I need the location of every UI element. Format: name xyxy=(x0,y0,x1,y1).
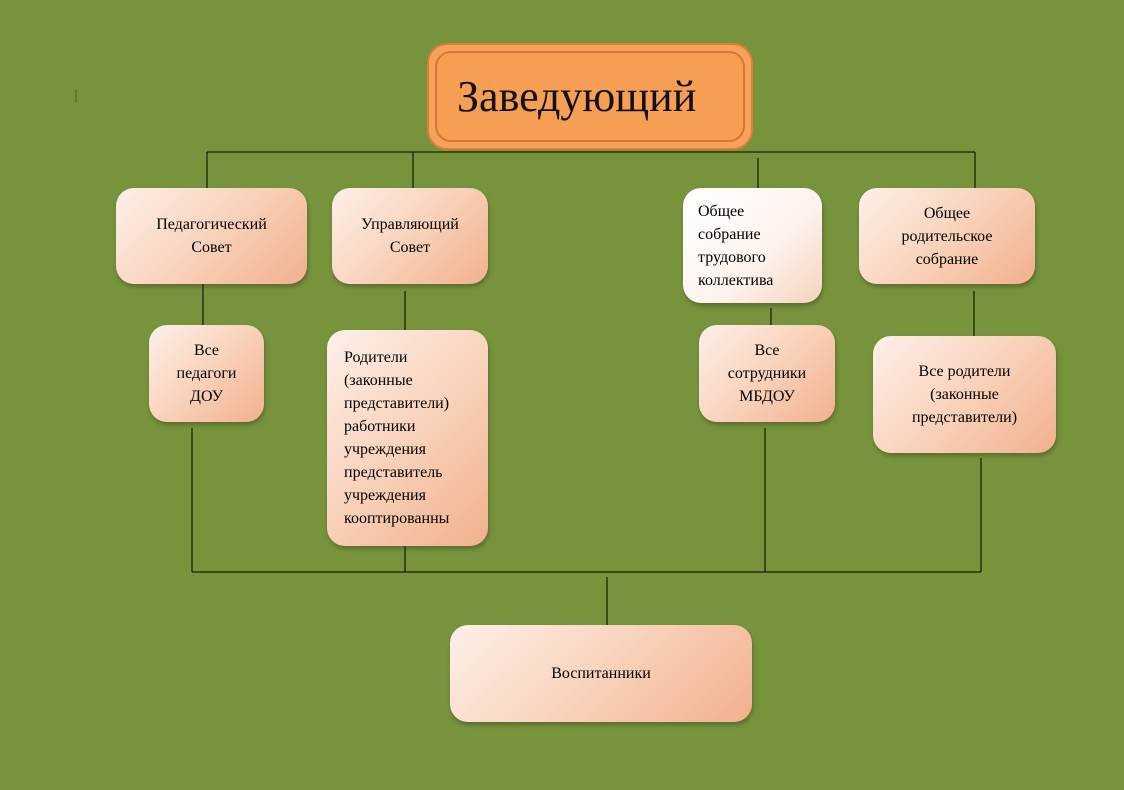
parents-reps-box: Родители (законные представители) работн… xyxy=(327,330,488,546)
all-staff-box: Все сотрудники МБДОУ xyxy=(699,325,835,422)
staff-meeting-box: Общее собрание трудового коллектива xyxy=(683,188,822,303)
head-label: Заведующий xyxy=(435,51,745,142)
parent-meeting-box: Общее родительское собрание xyxy=(859,188,1035,284)
all-teachers-box: Все педагоги ДОУ xyxy=(149,325,264,422)
head-box: Заведующий xyxy=(427,43,753,150)
ped-council-box: Педагогический Совет xyxy=(116,188,307,284)
stray-mark xyxy=(75,90,77,102)
all-parents-box: Все родители (законные представители) xyxy=(873,336,1056,453)
pupils-box: Воспитанники xyxy=(450,625,752,722)
gov-council-box: Управляющий Совет xyxy=(332,188,488,284)
